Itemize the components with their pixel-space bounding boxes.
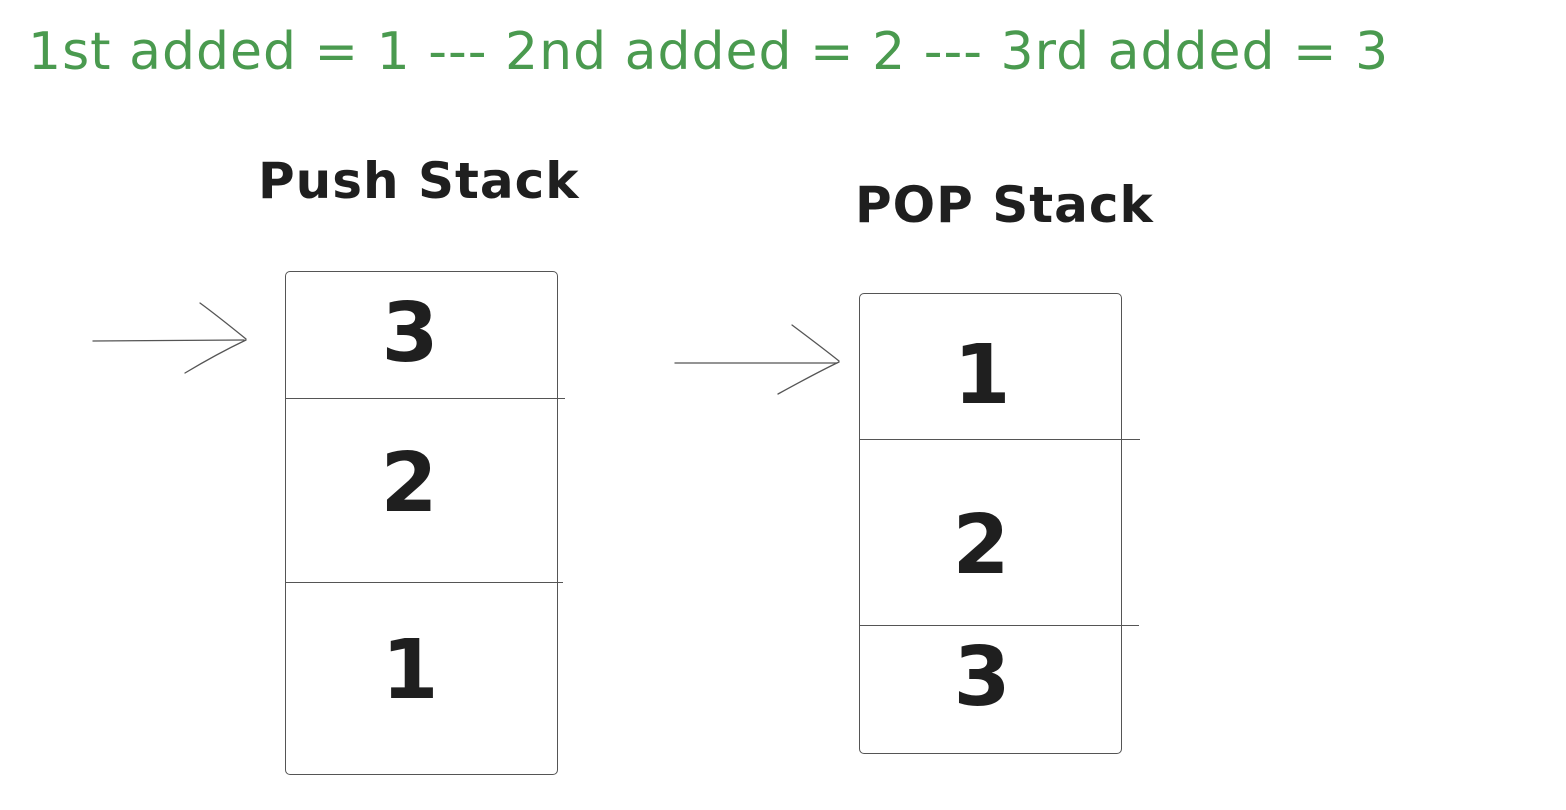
pop-stack <box>859 293 1122 754</box>
pop-stack-cell: 3 <box>953 630 1011 725</box>
push-stack-cell: 2 <box>380 436 438 531</box>
push-stack <box>285 271 558 775</box>
push-arrow-icon <box>92 302 247 374</box>
headline: 1st added = 1 --- 2nd added = 2 --- 3rd … <box>28 22 1390 82</box>
pop-stack-divider <box>859 439 1140 440</box>
push-stack-cell: 1 <box>381 623 439 718</box>
pop-arrow-icon <box>674 324 840 395</box>
push-stack-title: Push Stack <box>258 152 580 210</box>
push-stack-divider <box>285 582 563 583</box>
pop-stack-title: POP Stack <box>855 176 1154 234</box>
pop-stack-cell: 1 <box>953 328 1011 423</box>
pop-stack-divider <box>859 625 1139 626</box>
push-stack-cell: 3 <box>381 286 439 381</box>
pop-stack-cell: 2 <box>952 498 1010 593</box>
push-stack-divider <box>285 398 565 399</box>
